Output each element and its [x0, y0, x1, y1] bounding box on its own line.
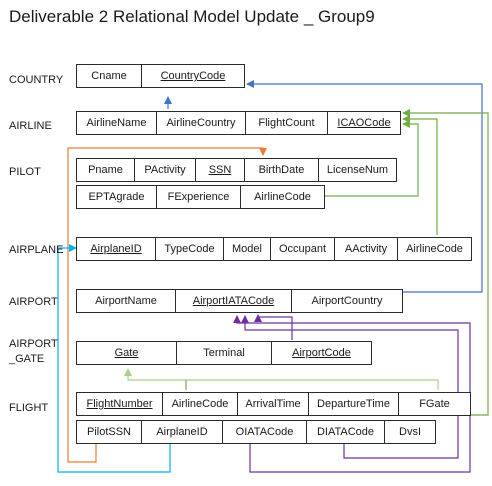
flight-attr-dvsi: DvsI	[384, 420, 436, 444]
arrow-flight-to-airplane	[57, 244, 171, 473]
flight-attr-airplaneid: AirplaneID	[141, 420, 223, 444]
flight-attr-fgate: FGate	[398, 392, 471, 416]
flight-attr-oiatacode: OIATACode	[222, 420, 307, 444]
pilot-attr-ssn: SSN	[195, 158, 245, 182]
label-airport: AIRPORT	[9, 296, 58, 308]
country-attr-countrycode: CountryCode	[141, 64, 245, 88]
arrow-airplane-to-airline	[402, 115, 438, 235]
flight-attr-arrivaltime: ArrivalTime	[237, 392, 309, 416]
label-airport-gate-line2: _GATE	[9, 353, 45, 365]
airplane-attr-occupant: Occupant	[270, 237, 335, 261]
label-airplane: AIRPLANE	[9, 244, 64, 256]
airplane-attr-airlinecode: AirlineCode	[397, 237, 472, 261]
gate-attr-gate: Gate	[76, 341, 177, 365]
airline-attr-airlinecountry: AirlineCountry	[156, 111, 246, 135]
flight-attr-pilotssn: PilotSSN	[76, 420, 142, 444]
flight-attr-flightnumber: FlightNumber	[76, 392, 163, 416]
airplane-attr-airplaneid: AirplaneID	[76, 237, 156, 261]
pilot-attr-pname: Pname	[76, 158, 135, 182]
arrow-gate-to-airport	[254, 314, 293, 340]
flight-attr-departuretime: DepartureTime	[308, 392, 399, 416]
label-airline: AIRLINE	[9, 120, 52, 132]
airplane-attr-aactivity: AActivity	[334, 237, 398, 261]
airplane-attr-typecode: TypeCode	[155, 237, 224, 261]
gate-attr-airportcode: AirportCode	[271, 341, 372, 365]
arrow-airport-to-country	[246, 80, 483, 293]
airline-attr-flightcount: FlightCount	[245, 111, 328, 135]
arrow-flight-to-airline	[402, 109, 489, 416]
pilot-attr-pactivity: PActivity	[134, 158, 196, 182]
pilot-attr-licensenum: LicenseNum	[318, 158, 397, 182]
label-pilot: PILOT	[9, 166, 41, 178]
arrow-pilot-to-airline	[325, 120, 419, 197]
diagram-title: Deliverable 2 Relational Model Update _ …	[9, 7, 375, 26]
pilot-attr-birthdate: BirthDate	[244, 158, 319, 182]
airport-attr-airportiatacode: AirportIATACode	[175, 289, 292, 313]
label-flight: FLIGHT	[9, 402, 49, 414]
airport-attr-airportcountry: AirportCountry	[291, 289, 403, 313]
flight-attr-airlinecode: AirlineCode	[162, 392, 238, 416]
flight-attr-diatacode: DIATACode	[306, 420, 385, 444]
country-attr-cname: Cname	[76, 64, 142, 88]
airline-attr-airlinename: AirlineName	[76, 111, 157, 135]
gate-attr-terminal: Terminal	[176, 341, 272, 365]
airport-attr-airportname: AirportName	[76, 289, 176, 313]
label-country: COUNTRY	[9, 74, 64, 86]
arrow-flight-to-pilot	[67, 147, 267, 463]
pilot-attr-fexperience: FExperience	[156, 185, 241, 209]
label-airport-gate-line1: AIRPORT	[9, 338, 58, 350]
airplane-attr-model: Model	[223, 237, 271, 261]
arrow-flight-to-gate	[124, 368, 439, 390]
pilot-attr-airlinecode: AirlineCode	[240, 185, 325, 209]
airline-attr-icaocode: ICAOCode	[327, 111, 401, 135]
pilot-attr-eptagrade: EPTAgrade	[76, 185, 157, 209]
